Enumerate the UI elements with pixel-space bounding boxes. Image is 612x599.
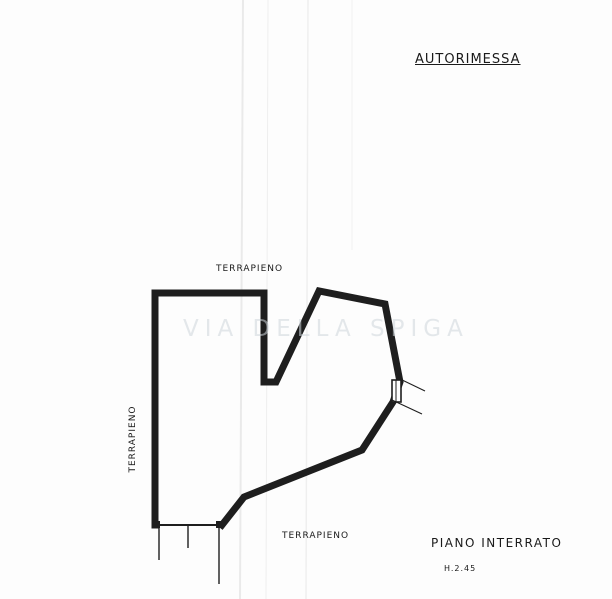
surrounding-label-bottom: TERRAPIENO [282, 531, 350, 541]
window-leader-line [391, 399, 423, 415]
scan-streak [305, 0, 309, 599]
scan-streak [239, 0, 244, 599]
window-leader-line [397, 377, 426, 392]
room-title: AUTORIMESSA [415, 52, 521, 67]
watermark-text: VIA DELLA SPIGA [183, 316, 469, 342]
surrounding-label-left: TERRAPIENO [128, 405, 138, 473]
window-symbol [391, 377, 426, 415]
scan-streaks [239, 0, 353, 599]
floor-name-label: PIANO INTERRATO [431, 536, 563, 550]
surrounding-label-top: TERRAPIENO [216, 264, 284, 274]
garage-wall-outline [151, 287, 404, 530]
jamb-left [153, 521, 160, 528]
floor-height-label: H.2.45 [444, 564, 477, 573]
jamb-right [216, 521, 224, 528]
